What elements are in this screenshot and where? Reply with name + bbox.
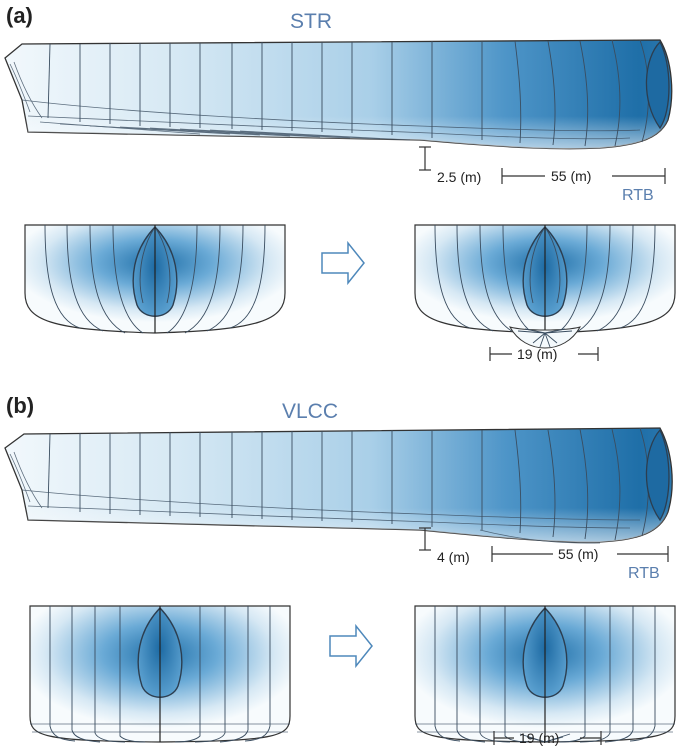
panel-b-depth-label: 4 (m): [437, 549, 470, 565]
panel-b-label: (b): [6, 393, 34, 418]
panel-a-hull-profile: [4, 39, 673, 150]
panel-b-section-dimension: [493, 731, 602, 745]
panel-b-title: VLCC: [282, 400, 338, 423]
panel-a-length-dimension: [501, 168, 666, 184]
panel-a-title: STR: [290, 10, 332, 33]
panel-b-rtb-label: RTB: [628, 565, 660, 582]
panel-a-section-label: 19 (m): [517, 346, 557, 362]
right-arrow-outline-icon: [321, 240, 365, 286]
right-arrow-outline-icon: [329, 623, 373, 669]
panel-b-section-original: [29, 605, 291, 743]
panel-b-hull-profile: [4, 427, 673, 544]
panel-a-depth-label: 2.5 (m): [437, 169, 481, 185]
panel-b-length-label: 55 (m): [558, 546, 598, 562]
panel-a-depth-dimension: [419, 146, 431, 171]
panel-b-length-dimension: [491, 546, 669, 562]
panel-a-section-dimension: [489, 347, 599, 361]
panel-a-length-label: 55 (m): [551, 168, 591, 184]
panel-a-rtb-label: RTB: [622, 187, 654, 204]
panel-b-section-label: 19 (m): [519, 730, 559, 746]
panel-a-label: (a): [6, 3, 33, 28]
panel-b-depth-dimension: [419, 527, 431, 551]
panel-b-section-modified: [414, 605, 676, 743]
panel-a-section-modified: [414, 224, 676, 349]
panel-a-section-original: [24, 224, 286, 334]
